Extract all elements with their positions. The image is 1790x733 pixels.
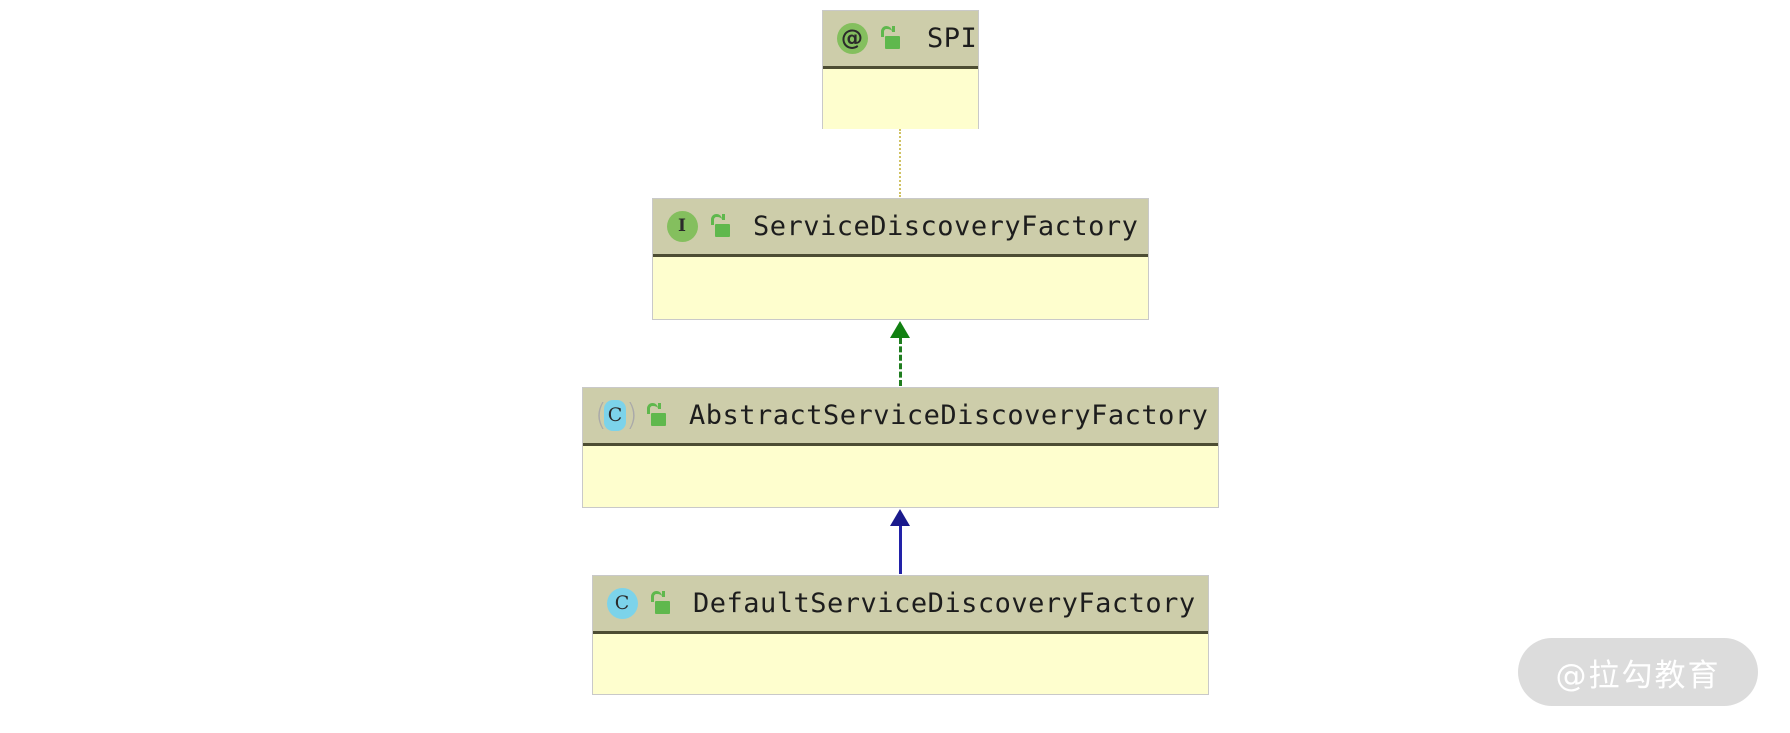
uml-node-abstract-service-discovery-factory-title: AbstractServiceDiscoveryFactory [689, 400, 1209, 431]
connector-realization-line [899, 338, 902, 386]
abstract-class-c-icon: ( C ) [595, 397, 638, 433]
uml-node-abstract-service-discovery-factory[interactable]: ( C ) AbstractServiceDiscoveryFactory [582, 387, 1219, 508]
open-padlock-icon [709, 213, 731, 240]
uml-node-default-service-discovery-factory[interactable]: C DefaultServiceDiscoveryFactory [592, 575, 1209, 695]
uml-node-service-discovery-factory[interactable]: I ServiceDiscoveryFactory [652, 198, 1149, 320]
open-padlock-icon [645, 402, 667, 429]
watermark-badge: @拉勾教育 [1518, 638, 1758, 706]
connector-annotation-applied-to [899, 129, 901, 197]
uml-node-spi-header: @ SPI [823, 11, 978, 69]
uml-node-abstract-service-discovery-factory-members [583, 446, 1218, 506]
at-sign-icon: @ [835, 22, 869, 56]
open-padlock-icon [879, 25, 901, 52]
uml-node-default-service-discovery-factory-title: DefaultServiceDiscoveryFactory [693, 588, 1196, 619]
uml-node-spi[interactable]: @ SPI [822, 10, 979, 129]
uml-node-default-service-discovery-factory-members [593, 634, 1208, 694]
open-padlock-icon [649, 590, 671, 617]
uml-node-default-service-discovery-factory-header: C DefaultServiceDiscoveryFactory [593, 576, 1208, 634]
interface-i-icon: I [665, 210, 699, 244]
realization-arrowhead-icon [890, 321, 910, 338]
uml-node-spi-members [823, 69, 978, 129]
uml-node-abstract-service-discovery-factory-header: ( C ) AbstractServiceDiscoveryFactory [583, 388, 1218, 446]
watermark-text: @拉勾教育 [1555, 657, 1721, 694]
uml-node-service-discovery-factory-members [653, 257, 1148, 317]
class-c-icon: C [605, 587, 639, 621]
generalization-arrowhead-icon [890, 509, 910, 526]
uml-node-service-discovery-factory-title: ServiceDiscoveryFactory [753, 211, 1139, 242]
uml-node-service-discovery-factory-header: I ServiceDiscoveryFactory [653, 199, 1148, 257]
uml-node-spi-title: SPI [927, 23, 978, 54]
connector-generalization-line [899, 526, 902, 574]
